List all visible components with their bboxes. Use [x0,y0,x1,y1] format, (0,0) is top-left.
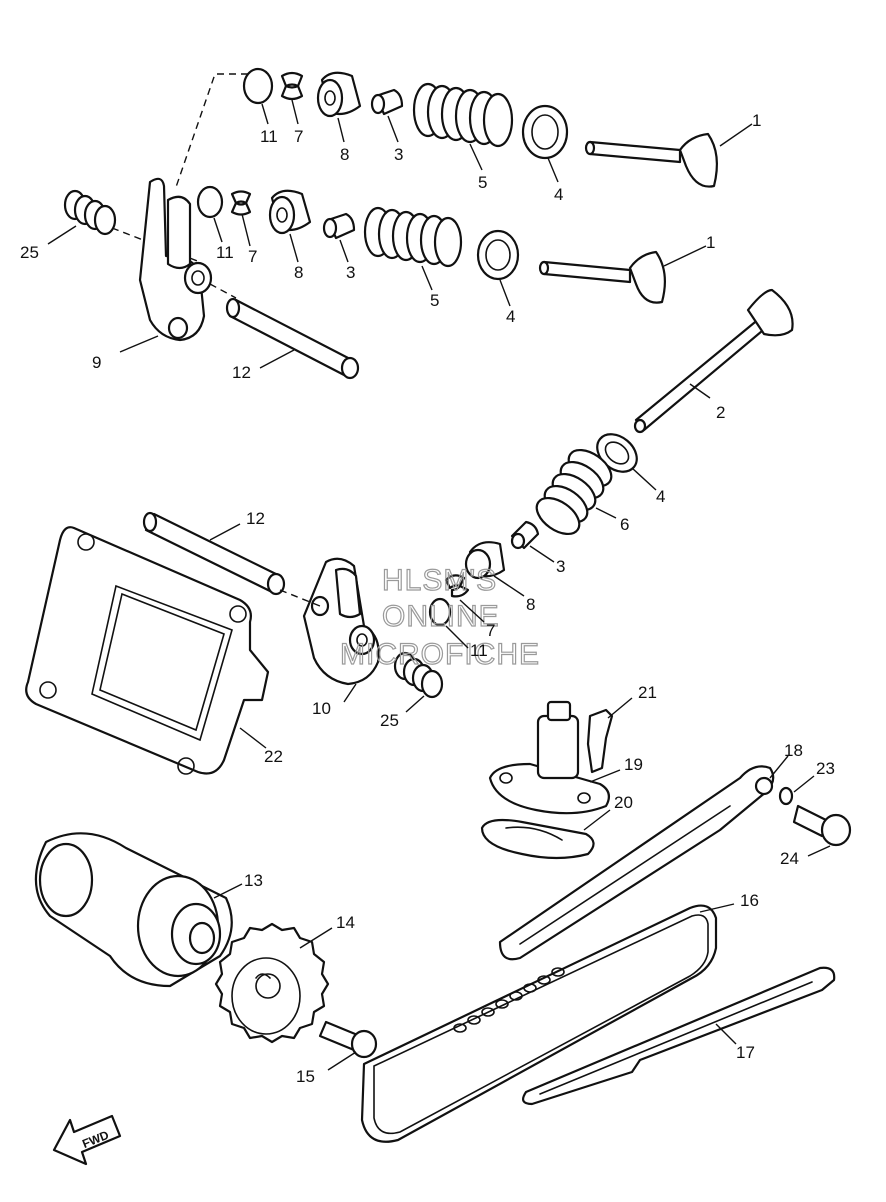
callout-2: 2 [716,403,725,422]
callout-labels: 11 7 8 3 5 4 1 25 11 7 8 3 5 4 1 9 12 2 … [20,111,835,1086]
tensioner-group [480,700,614,860]
callout-11: 11 [216,243,234,262]
part-7-cotter [280,84,304,101]
callout-7: 7 [248,247,257,266]
part-15-bolt [318,1020,378,1059]
callout-15: 15 [296,1067,315,1086]
part-7-cotter [230,201,252,216]
callout-23: 23 [816,759,835,778]
part-14-sprocket [214,922,330,1044]
callout-7: 7 [294,127,303,146]
callout-25: 25 [20,243,39,262]
part-13-camshaft [34,832,233,988]
callout-13: 13 [244,871,263,890]
callout-16: 16 [740,891,759,910]
callout-8: 8 [294,263,303,282]
part-5-spring [363,206,463,268]
part-4-seat [521,104,569,160]
callout-5: 5 [430,291,439,310]
callout-25: 25 [380,711,399,730]
part-20-gasket [480,818,595,860]
part-21-bolt [586,708,614,774]
part-11-cap [196,185,224,219]
part-10-rocker-arm [302,557,380,686]
chain-links [453,967,565,1033]
part-11-cap [242,67,274,105]
part-17-guide [522,966,836,1106]
callout-20: 20 [614,793,633,812]
part-4-seat [476,229,520,281]
callout-7: 7 [486,621,495,640]
part-1-valve [584,132,719,188]
callout-1: 1 [752,111,761,130]
callout-17: 17 [736,1043,755,1062]
callout-8: 8 [526,595,535,614]
part-11-cap [428,597,452,627]
part-12-shaft [225,297,360,380]
callout-12: 12 [246,509,265,528]
callout-11: 11 [470,641,488,660]
watermark-line-1: HLSM'S [382,564,497,597]
part-18-guide [498,765,775,961]
part-25-spring [393,651,444,699]
upper-valve-row [174,67,719,191]
callout-9: 9 [92,353,101,372]
part-12-shaft [142,511,286,596]
callout-4: 4 [554,185,563,204]
callout-3: 3 [556,557,565,576]
callout-4: 4 [656,487,665,506]
callout-14: 14 [336,913,355,932]
exhaust-valve-group [142,288,794,699]
callout-6: 6 [620,515,629,534]
callout-18: 18 [784,741,803,760]
callout-22: 22 [264,747,283,766]
watermark: HLSM'S ONLINE MICROFICHE [339,563,540,671]
part-9-rocker-arm [138,177,213,342]
part-7-cotter [280,71,304,88]
watermark-line-3: MICROFICHE [340,638,540,671]
callout-4: 4 [506,307,515,326]
callout-19: 19 [624,755,643,774]
part-16-chain [360,904,718,1143]
callout-11: 11 [260,127,278,146]
part-23-washer [778,786,794,806]
part-1-valve [538,250,667,304]
part-8-retainer-face [316,78,344,118]
part-7-cotter [230,190,252,205]
leader-lines [47,99,831,1071]
part-25-spring [63,189,117,236]
fwd-arrow-icon: FWD [52,1114,122,1166]
callout-8: 8 [340,145,349,164]
callout-10: 10 [312,699,331,718]
callout-24: 24 [780,849,799,868]
part-19-tensioner-body [536,714,580,780]
callout-3: 3 [394,145,403,164]
part-5-spring [412,82,514,148]
callout-1: 1 [706,233,715,252]
part-6-spring [535,448,613,536]
part-2-valve [634,316,770,432]
part-7-cotter [450,584,470,598]
callout-3: 3 [346,263,355,282]
part-24-bolt [792,804,852,847]
middle-valve-row [63,177,667,380]
assembly-axis-line [174,73,248,191]
callout-5: 5 [478,173,487,192]
callout-21: 21 [638,683,657,702]
part-22-gasket [25,526,270,775]
callout-12: 12 [232,363,251,382]
watermark-line-2: ONLINE [382,600,500,633]
